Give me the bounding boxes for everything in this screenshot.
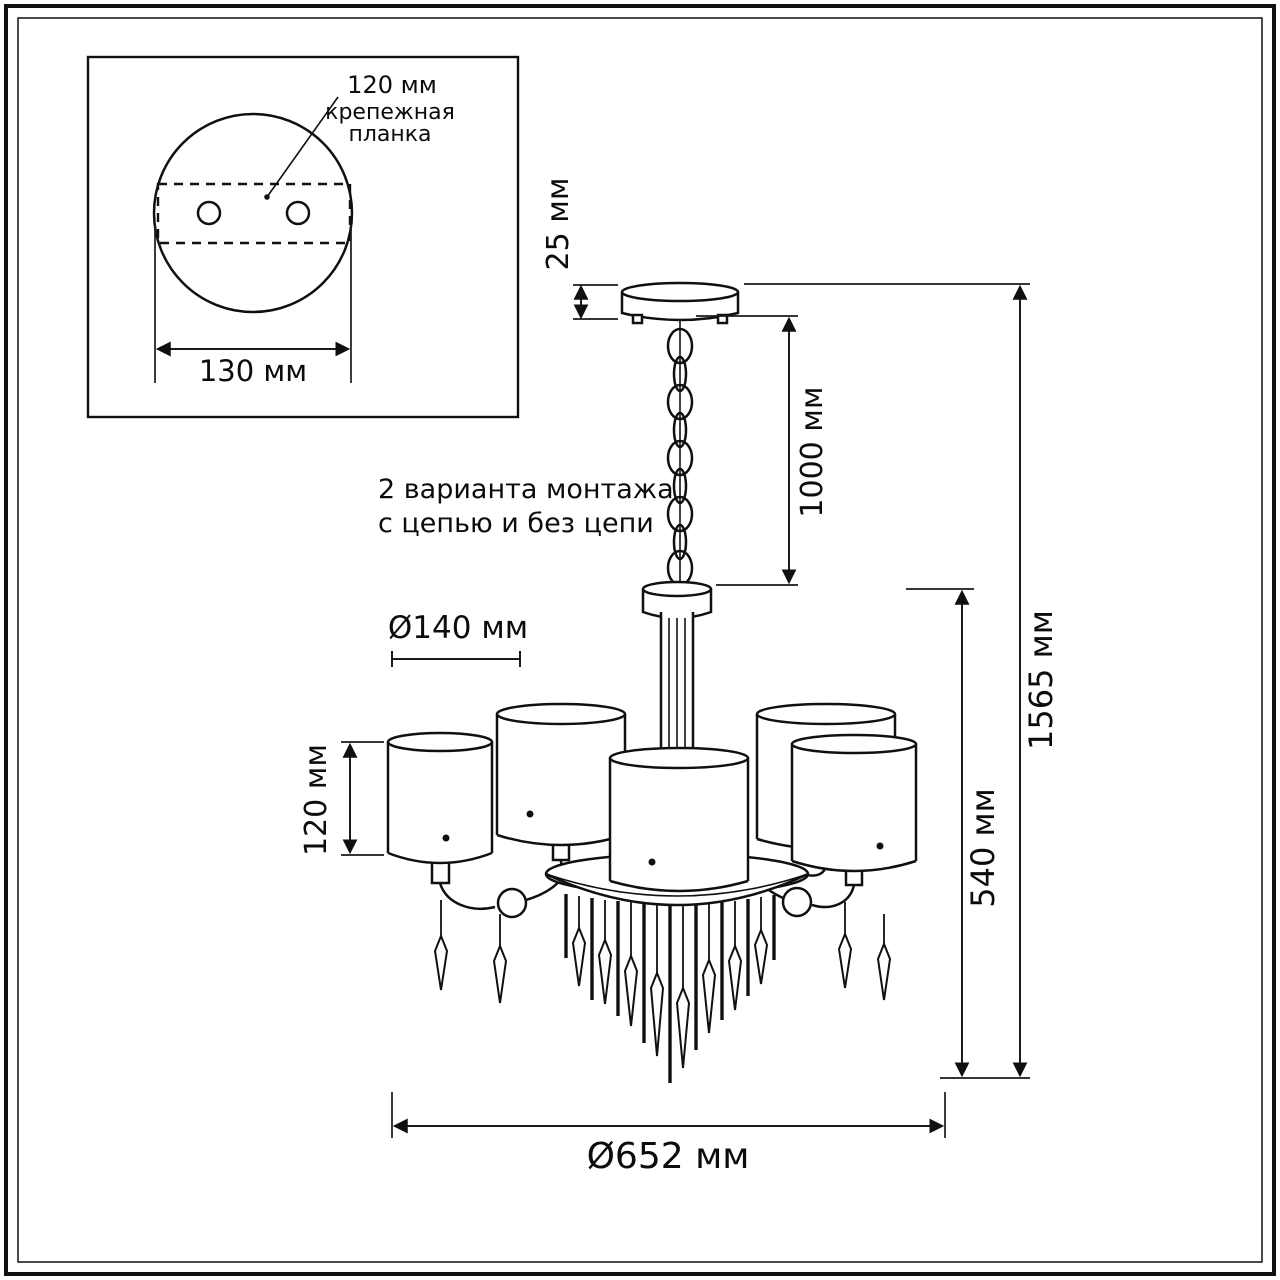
inset-box [86,55,520,419]
label-plate-width: 130 мм [199,354,307,388]
canopy-top [620,281,740,303]
note-line1: 2 варианта монтажа [378,474,674,505]
suspension-chain [666,321,694,587]
inner-frame [17,17,1263,1263]
arm-curl-right [781,886,813,918]
screw-hole-right [285,200,311,226]
central-column [659,612,695,770]
crystal-drops [433,894,892,1083]
leader-line [266,96,339,198]
label-total-height: 1565 мм [1022,610,1060,750]
lamp-shade-left-outer [386,731,494,865]
dim-body-height: 540 мм [906,588,1030,1079]
lamp-shade-right-outer [790,733,918,873]
arm-curl-left [496,887,528,919]
label-chain-length: 1000 мм [795,386,830,517]
dim-total-height: 1565 мм [744,283,1060,1078]
label-mounting-bracket-line1: крепежная [325,100,455,125]
ceiling-plate-circle [152,112,354,314]
label-total-diameter: Ø652 мм [587,1136,750,1177]
label-mounting-bracket-line2: планка [348,122,431,147]
arm-right-outer [811,884,856,909]
mounting-note: 2 варианта монтажа с цепью и без цепи [378,474,674,539]
label-body-height: 540 мм [964,788,1002,908]
label-shade-height: 120 мм [299,744,334,856]
outer-frame [4,4,1276,1276]
canopy-screw-right [716,313,729,325]
dim-hub-diameter: Ø140 мм [388,610,528,667]
central-hub [641,580,713,620]
label-canopy-height: 25 мм [541,178,576,271]
arm-left-outer [438,882,496,910]
screw-hole-left [196,200,222,226]
dim-total-diameter: Ø652 мм [391,1092,946,1177]
mounting-bracket-dashed [156,182,352,245]
label-hub-diameter: Ø140 мм [388,610,528,646]
mounting-plate-inset: 120 мм крепежная планка 130 мм [86,55,520,419]
lamp-shade-center [608,746,750,893]
lamp-shade-left-inner [495,702,627,847]
dim-shade-height: 120 мм [299,741,384,856]
note-line2: с цепью и без цепи [378,508,654,539]
dim-canopy-height: 25 мм [541,178,618,320]
label-hole-spacing: 120 мм [347,71,437,99]
dim-chain-length: 1000 мм [696,315,830,586]
ceiling-canopy [620,281,740,325]
canopy-screw-left [631,313,644,325]
leader-dot [264,194,270,200]
